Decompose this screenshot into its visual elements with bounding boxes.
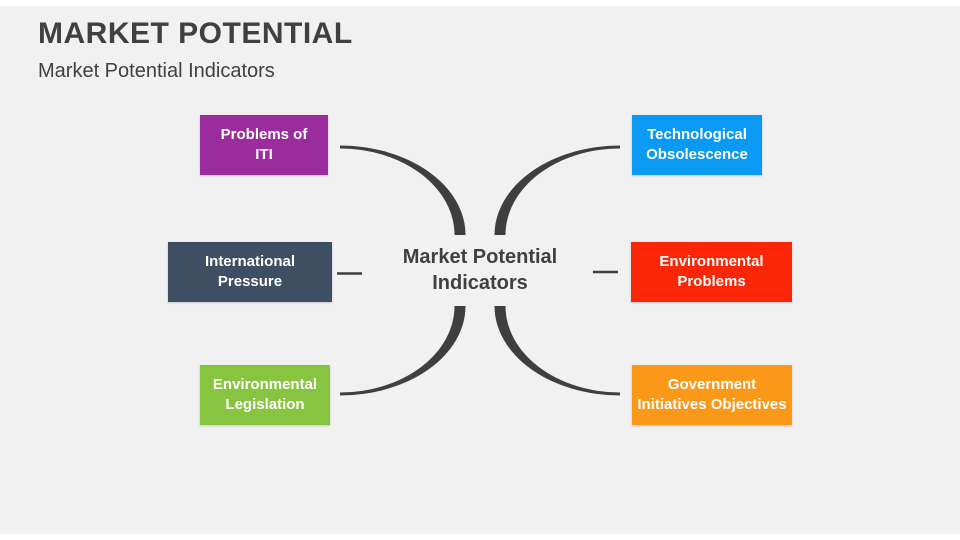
- connector-top-right-curve: [494, 145, 620, 235]
- node-label: Problems of: [220, 126, 308, 143]
- node-international-pressure[interactable]: International Pressure: [168, 242, 332, 302]
- node-environmental-problems[interactable]: Environmental Problems: [631, 242, 792, 302]
- node-label: Legislation: [225, 396, 305, 413]
- node-label: Environmental: [212, 376, 318, 393]
- connector-top-left-curve: [340, 145, 466, 235]
- node-government-initiatives-objectives[interactable]: Government Initiatives Objectives: [632, 365, 792, 425]
- center-label-line: Indicators: [432, 272, 528, 294]
- node-label: ITI: [255, 146, 273, 163]
- node-problems-of-iti[interactable]: Problems of ITI: [200, 115, 328, 175]
- center-label-line: Market Potential: [402, 246, 558, 268]
- node-label: Initiatives Objectives: [637, 396, 787, 413]
- node-label: Problems: [677, 273, 746, 290]
- node-label: Government: [667, 376, 757, 393]
- page-subtitle: Market Potential Indicators: [38, 60, 275, 82]
- node-label: Technological: [647, 126, 747, 143]
- node-technological-obsolescence[interactable]: Technological Obsolescence: [632, 115, 762, 175]
- diagram-center-label: Market Potential Indicators: [360, 238, 600, 302]
- node-environmental-legislation[interactable]: Environmental Legislation: [200, 365, 330, 425]
- connector-bottom-right-curve: [494, 306, 620, 396]
- node-label: International: [204, 253, 295, 270]
- top-margin-strip: [0, 0, 960, 6]
- page-title: MARKET POTENTIAL: [38, 17, 353, 50]
- node-label: Obsolescence: [646, 146, 748, 163]
- bottom-margin-strip: [0, 534, 960, 540]
- node-label: Environmental: [659, 253, 764, 270]
- node-label: Pressure: [217, 273, 283, 290]
- connector-bottom-left-curve: [340, 306, 466, 396]
